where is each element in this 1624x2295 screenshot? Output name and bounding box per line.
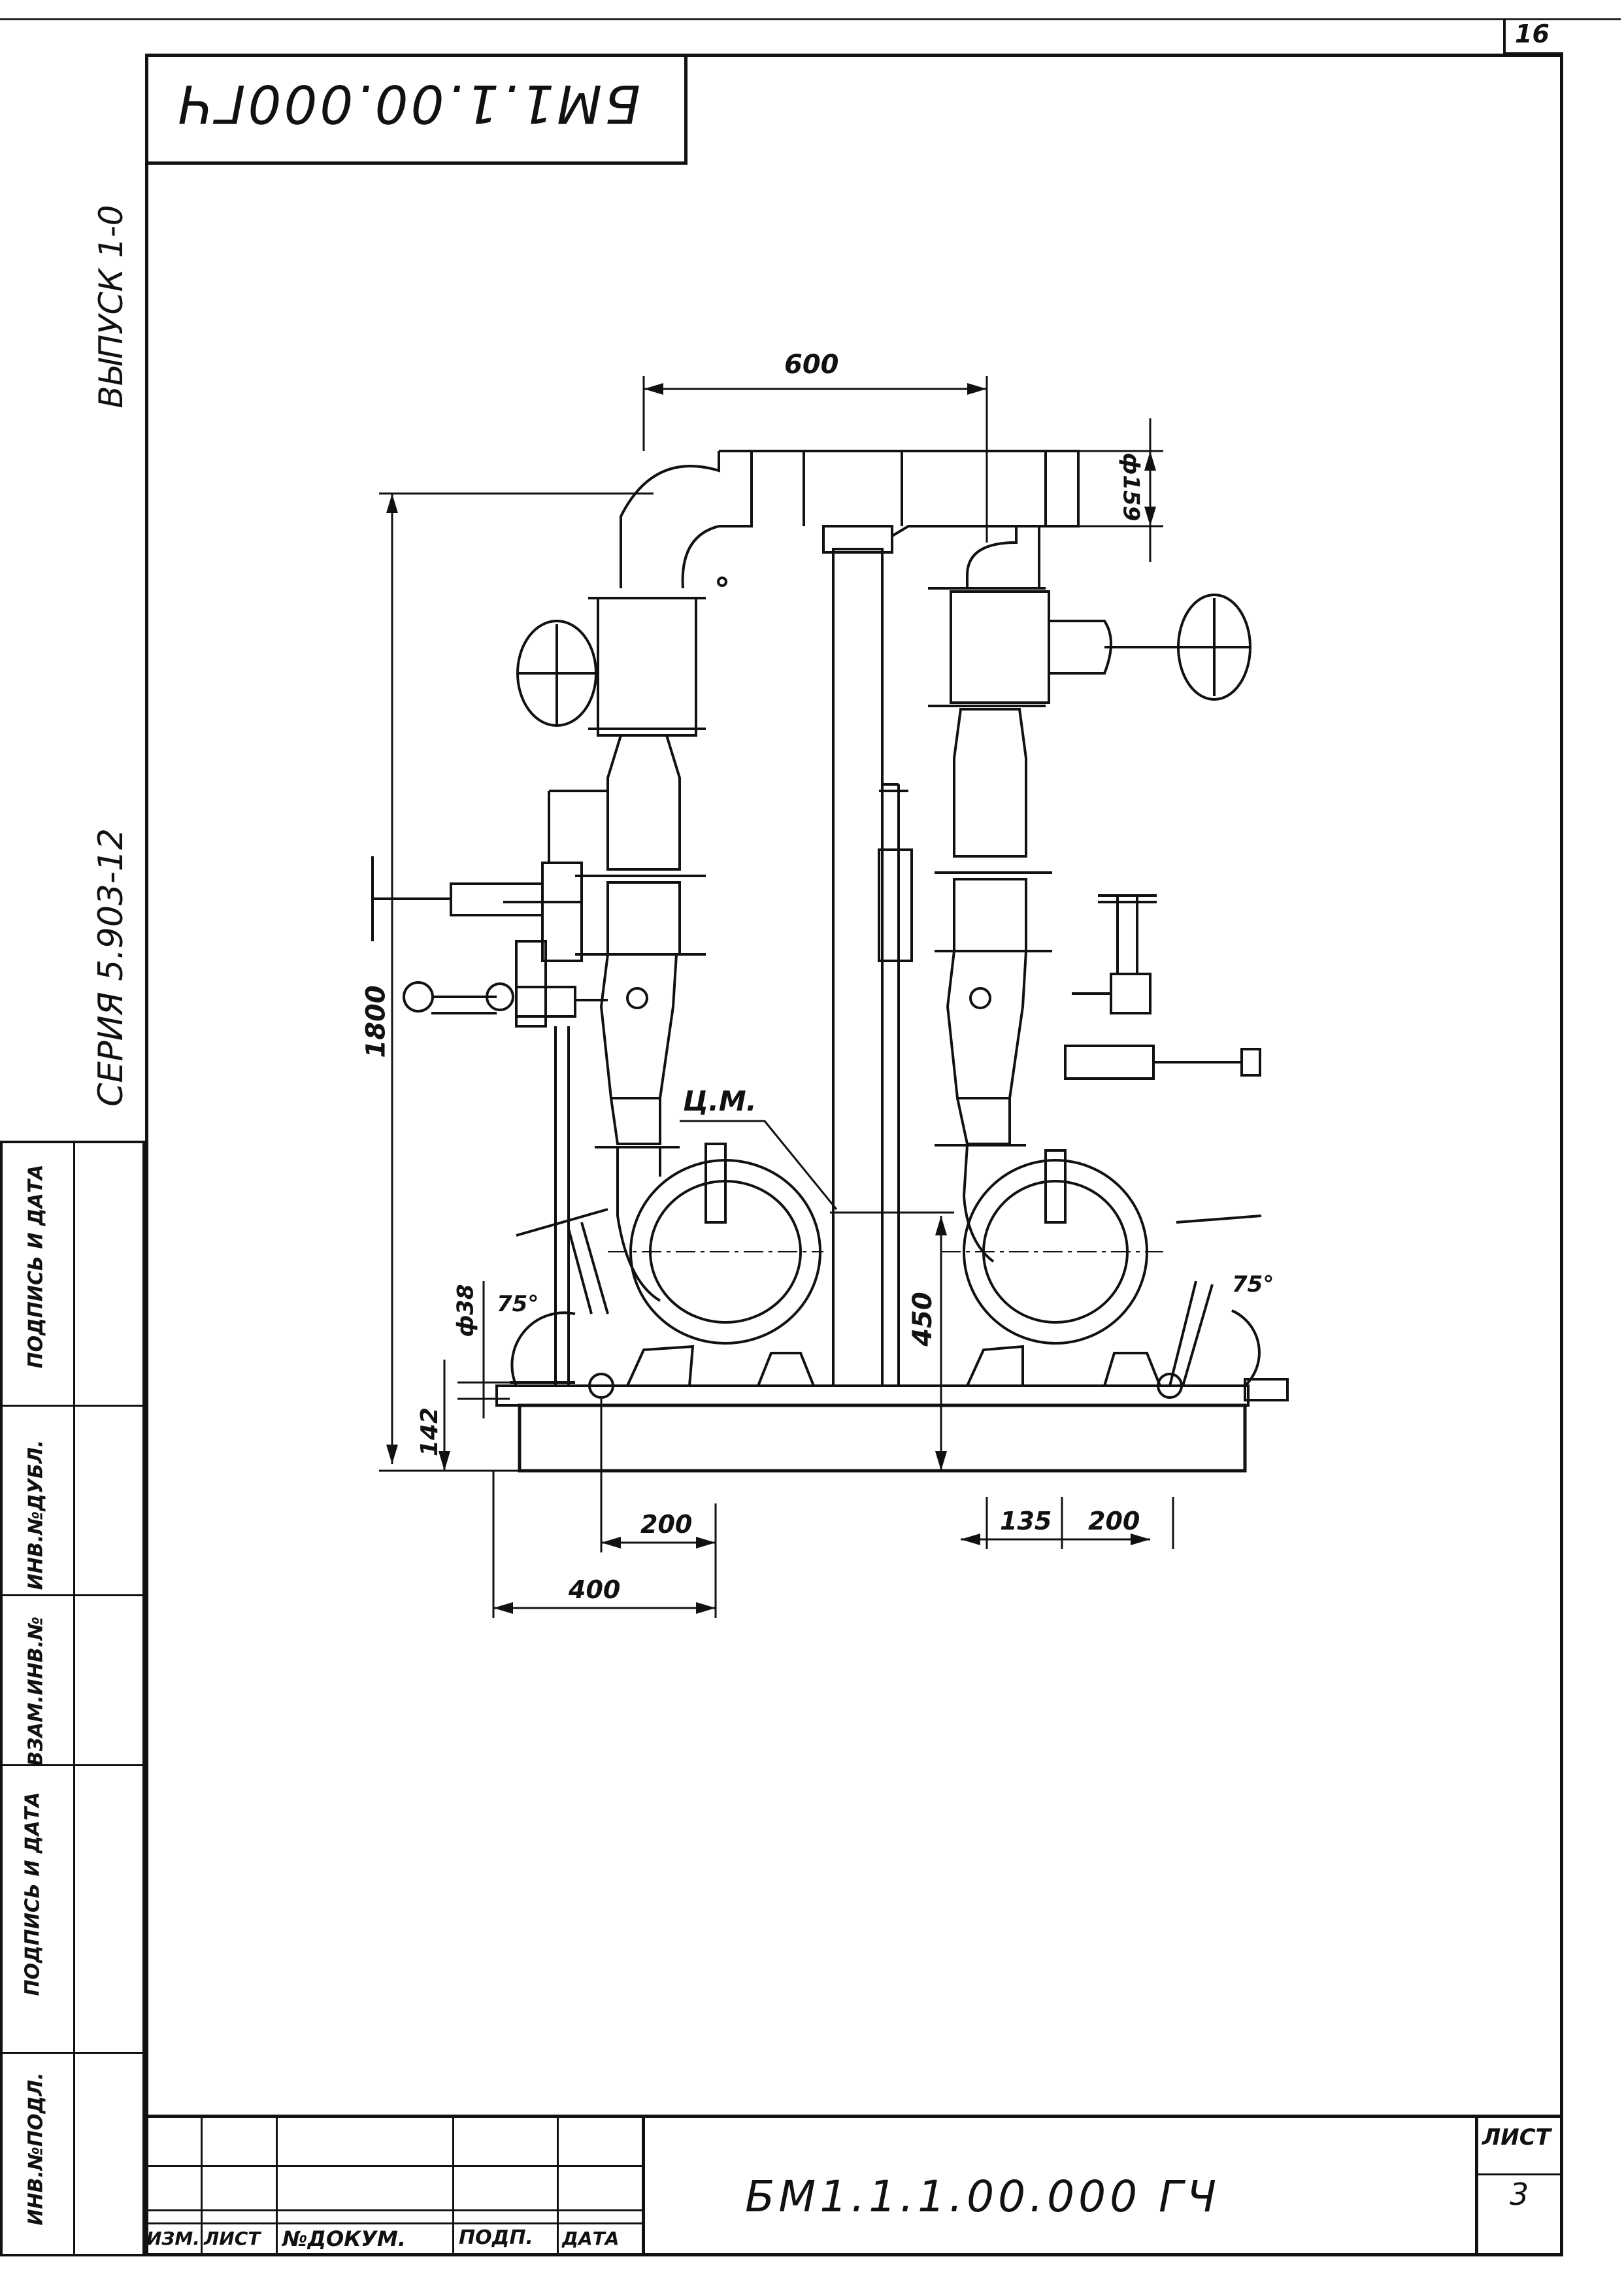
title-block	[145, 2115, 1563, 2256]
sheet-number: 3	[1510, 2177, 1529, 2212]
column-cap	[822, 525, 893, 554]
angle-right: 75°	[1232, 1271, 1274, 1298]
dim-1800: 1800	[361, 985, 391, 1058]
col-doc: №ДОКУМ.	[282, 2226, 406, 2251]
dim-38: ф38	[452, 1284, 479, 1337]
dim-600: 600	[784, 350, 839, 380]
top-rule	[0, 18, 1621, 20]
col-list: ЛИСТ	[204, 2228, 261, 2249]
drawing-frame	[145, 54, 1563, 2256]
central-column	[832, 548, 884, 1387]
page-number-box	[1503, 18, 1563, 55]
side-stamp	[0, 1141, 148, 2256]
dim-200-left: 200	[640, 1510, 693, 1539]
dim-200-right: 200	[1088, 1507, 1140, 1535]
document-designation: БМ1.1.1.00.000 ГЧ	[745, 2171, 1221, 2222]
col-date: ДАТА	[562, 2228, 620, 2249]
left-elbow	[620, 451, 720, 588]
dim-142: 142	[416, 1407, 444, 1457]
dim-450: 450	[907, 1292, 938, 1347]
base-frame	[518, 1403, 1247, 1473]
dim-400: 400	[569, 1575, 621, 1604]
dim-159: ф159	[1118, 452, 1144, 522]
col-izm: ИЗМ.	[146, 2228, 200, 2249]
col-podp: ПОДП.	[459, 2226, 533, 2249]
header-pipe	[719, 450, 1080, 537]
center-mass-label: Ц.М.	[683, 1085, 757, 1117]
page-number: 16	[1515, 20, 1549, 48]
sheet-label: ЛИСТ	[1482, 2124, 1551, 2151]
top-stamp-box	[145, 54, 688, 165]
left-valve-cap	[403, 981, 434, 1013]
dim-135: 135	[1000, 1507, 1052, 1535]
angle-left: 75°	[497, 1291, 539, 1317]
